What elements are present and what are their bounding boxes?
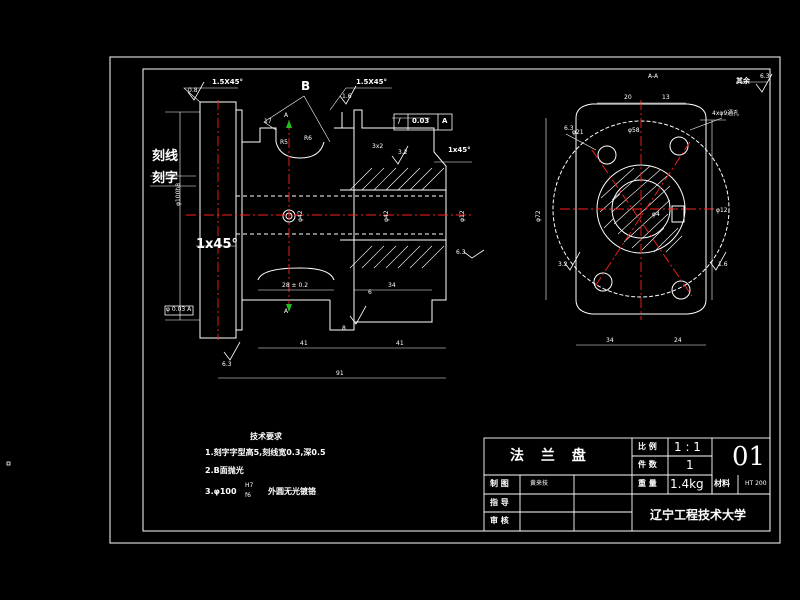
dim-41-left: 41: [300, 340, 308, 347]
chamfer-small-label: 1x45°: [448, 146, 471, 154]
rest-roughness-label: 其余: [736, 77, 750, 85]
qty-value: 1: [686, 458, 694, 472]
left-tolerance-frame-text: φ 0.03 A: [166, 306, 192, 313]
requirement-item: 2.B面抛光: [205, 466, 244, 475]
weight-value: 1.4kg: [670, 477, 704, 491]
scale-label: 比 例: [638, 442, 657, 451]
roughness-value: 1.6: [342, 93, 352, 100]
diam-42-left: φ42: [297, 210, 304, 222]
requirement-item: 1.刻字字型高5,刻线宽0.3,深0.5: [205, 448, 326, 457]
section-mark-b: B: [301, 79, 311, 93]
centerlines-front: [560, 100, 720, 320]
draw-label: 制 图: [490, 479, 509, 488]
chamfer-left-label: 1.5X45°: [212, 78, 244, 86]
requirement-item: 外圆无光镀铬: [268, 487, 316, 496]
hatch-front: [599, 165, 683, 253]
diam-42-right: φ42: [383, 210, 390, 222]
dim-13: 13: [662, 94, 670, 101]
section-arrows: [286, 120, 292, 312]
engrave-char-label: 刻字: [152, 171, 179, 186]
side-view: [199, 101, 447, 339]
dim-28: 28 ± 0.2: [282, 282, 309, 289]
dim-91: 91: [336, 370, 344, 377]
dim-20: 20: [624, 94, 632, 101]
material-value: HT 200: [745, 480, 767, 487]
dim-phi12-front: φ12: [716, 207, 728, 214]
dim-r5: R5: [280, 139, 288, 146]
material-label: 材料: [714, 479, 730, 488]
diam-72: φ72: [535, 210, 542, 222]
tolerance-ref: A: [442, 117, 448, 125]
dim-r6: R6: [304, 135, 312, 142]
roughness-value: 3.2: [398, 149, 408, 156]
part-name: 法 兰 盘: [510, 448, 592, 464]
fit-top: H7: [245, 482, 254, 489]
chamfer-big-label: 1x45°: [196, 237, 239, 252]
roughness-value: 3.2: [558, 261, 568, 268]
diam-100: φ100h8: [175, 182, 182, 206]
roughness-symbols: [187, 73, 773, 361]
roughness-value: 6.3: [456, 249, 466, 256]
roughness-value: 1.6: [718, 261, 728, 268]
draw-name: 黄来技: [530, 480, 549, 487]
tolerance-frame: [164, 113, 453, 316]
tolerance-symbol: /: [398, 117, 401, 125]
roughness-value: 6.3: [564, 125, 574, 132]
dim-24-front: 24: [674, 337, 682, 344]
dim-34-front: 34: [606, 337, 614, 344]
roughness-value: 6.3: [222, 361, 232, 368]
roughness-value: 0.8: [188, 87, 198, 94]
scale-value: 1 : 1: [674, 440, 701, 454]
section-label-aa: A-A: [648, 73, 659, 80]
dim-41-right: 41: [396, 340, 404, 347]
requirements-title: 技术要求: [250, 432, 282, 441]
school-name: 辽宁工程技术大学: [650, 508, 747, 522]
section-mark-a-bottom: A: [284, 308, 289, 315]
dim-phi4: φ4: [652, 211, 660, 218]
inner-frame: [142, 68, 771, 532]
dims-front-lines: [545, 81, 768, 346]
dim-phi58: φ58: [628, 127, 640, 134]
hatch-side: [349, 167, 445, 269]
qty-label: 件 数: [638, 460, 657, 469]
title-block-lines: [483, 437, 771, 532]
dim-6: 6: [368, 289, 372, 296]
diam-12: φ12: [459, 210, 466, 222]
outer-frame: [109, 56, 781, 544]
engrave-line-label: 刻线: [152, 149, 179, 164]
requirement-item: 3.φ100: [205, 487, 237, 496]
review-label: 审 核: [490, 516, 509, 525]
dim-34: 34: [388, 282, 396, 289]
dim-8: 8: [342, 325, 346, 332]
section-mark-a-top: A: [284, 112, 289, 119]
dim-3x2: 3x2: [372, 143, 384, 150]
rest-roughness-value: 6.3: [760, 73, 770, 80]
chamfer-mid-label: 1.5X45°: [356, 78, 388, 86]
tolerance-value: 0.03: [412, 117, 430, 125]
fit-bottom: f6: [245, 492, 251, 499]
dim-17: 17: [264, 118, 272, 125]
design-label: 指 导: [490, 498, 509, 507]
dim-holes: 4xφ9通孔: [712, 110, 740, 117]
centerlines-side: [186, 100, 472, 340]
dims-side-lines: [150, 87, 472, 379]
edge-mark: [6, 461, 11, 466]
dim-phi21: φ21: [572, 129, 584, 136]
drawing-number: 01: [732, 442, 766, 472]
weight-label: 重 量: [638, 479, 657, 488]
